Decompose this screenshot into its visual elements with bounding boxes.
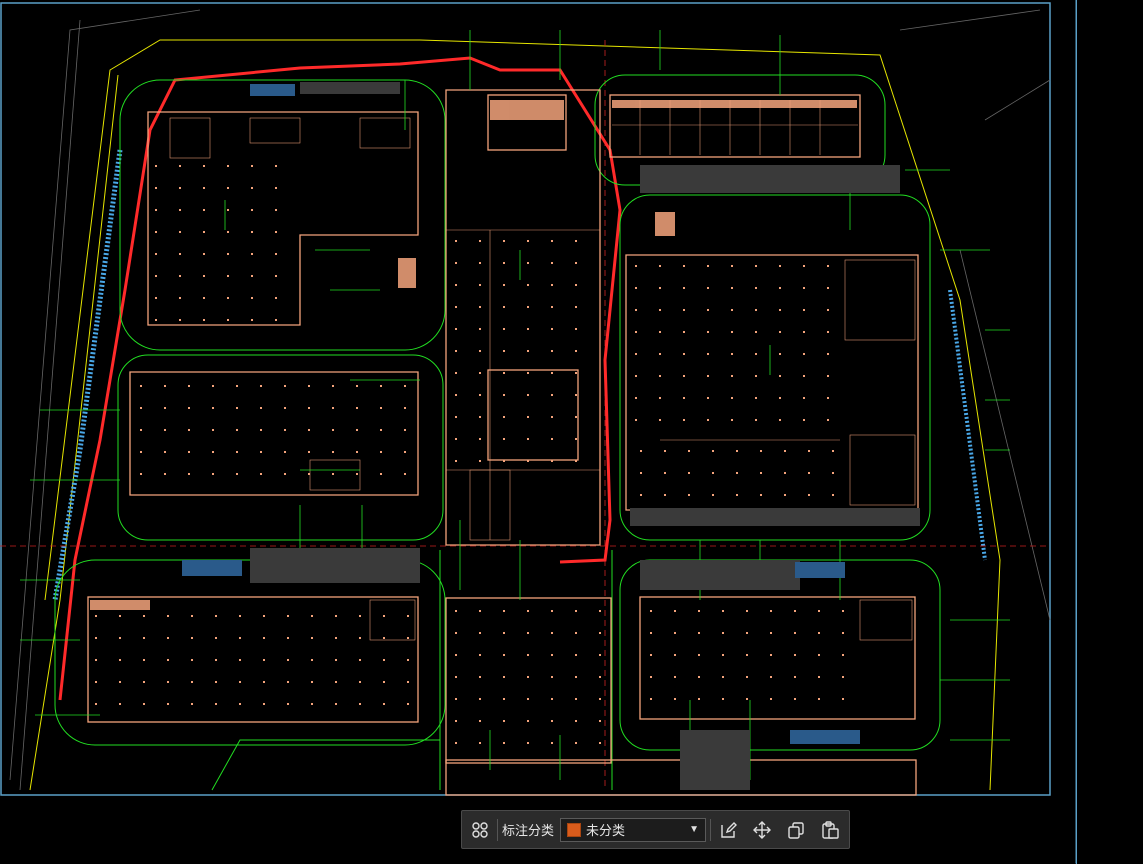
category-label: 标注分类 bbox=[502, 823, 555, 838]
toolbar-divider bbox=[497, 818, 498, 841]
category-select-value: 未分类 bbox=[586, 823, 626, 838]
copy-icon[interactable] bbox=[783, 817, 809, 843]
edit-icon[interactable] bbox=[715, 817, 741, 843]
column-grid bbox=[95, 165, 844, 744]
category-color-swatch bbox=[567, 822, 582, 837]
paste-icon[interactable] bbox=[817, 817, 843, 843]
category-select[interactable]: 未分类 ▼ bbox=[560, 817, 707, 842]
toolbar-divider bbox=[710, 818, 712, 841]
move-icon[interactable] bbox=[749, 817, 775, 843]
building-outlines bbox=[87, 89, 919, 796]
drawing-border bbox=[0, 2, 1051, 796]
title-block-panel bbox=[1076, 0, 1143, 864]
chevron-down-icon: ▼ bbox=[689, 824, 700, 835]
annotation-toolbar: 标注分类 未分类 ▼ bbox=[461, 810, 850, 849]
grid-icon[interactable] bbox=[467, 817, 493, 843]
